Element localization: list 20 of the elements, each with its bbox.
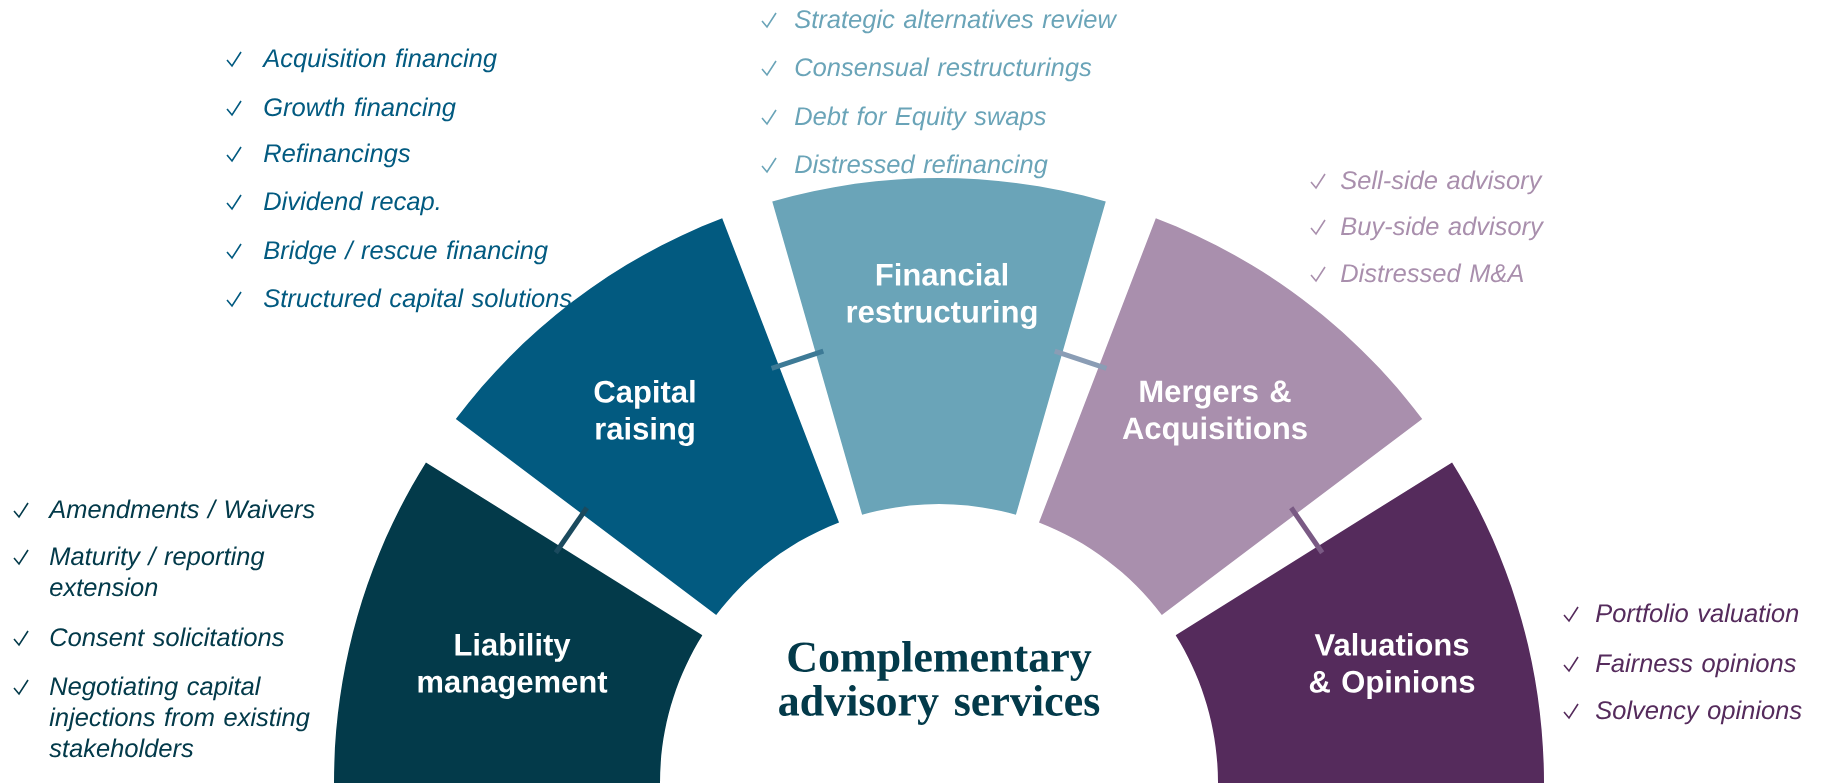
bullet-text: Sell-side advisory [1340, 170, 1543, 195]
bullet-text: Acquisition financing [261, 48, 497, 73]
bullet-text: Refinancings [264, 143, 411, 168]
bullet-text: Consent solicitations [50, 627, 284, 647]
bullet-text: Solvency opinions [1595, 700, 1802, 725]
bullet-text: Negotiating capital injections from existing stakeholders [49, 676, 310, 758]
bullet-text: Growth financing [264, 97, 456, 122]
bullet-text: Consensual restructurings [795, 57, 1092, 82]
fan-segment: Financial restructuring [772, 178, 1106, 515]
center-title: Complementary advisory services [779, 641, 1100, 725]
fan-segment: Valuations & Opinions [1175, 462, 1544, 783]
bullet-text: Fairness opinions [1596, 653, 1796, 678]
bullet-text: Dividend recap. [264, 191, 439, 216]
bullet-text: Maturity / reporting extension [50, 546, 265, 597]
bullet-text: Debt for Equity swaps [795, 106, 1046, 131]
bullet-text: Portfolio valuation [1596, 603, 1799, 623]
bullet-text: Strategic alternatives review [794, 9, 1118, 34]
fan-segment: Liability management [334, 462, 703, 783]
bullet-text: Amendments / Waivers [47, 499, 315, 519]
bullet-text: Distressed refinancing [795, 154, 1048, 179]
